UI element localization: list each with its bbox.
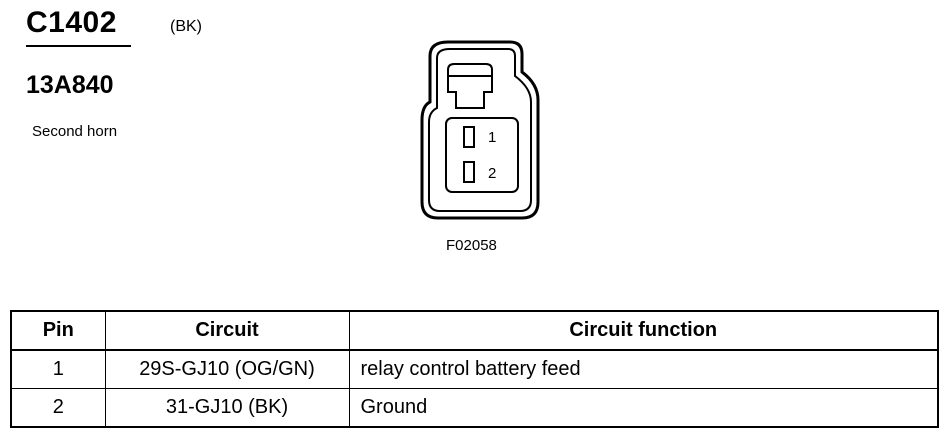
locking-tab-top <box>447 63 493 76</box>
connector-face-diagram: 1 2 <box>420 40 540 220</box>
connector-housing-outer <box>420 40 540 220</box>
column-header-circuit-function: Circuit function <box>348 310 939 351</box>
circuit-function-cell: Ground <box>348 388 939 428</box>
pin-2-label: 2 <box>488 165 496 182</box>
table-row: 2 31-GJ10 (BK) Ground <box>10 388 939 428</box>
pin-2-terminal <box>463 161 475 183</box>
locking-tab <box>447 75 493 109</box>
connector-color: (BK) <box>170 18 202 35</box>
pin-1-label: 1 <box>488 129 496 146</box>
connector-description: Second horn <box>32 123 118 140</box>
connector-housing-inner <box>428 48 532 212</box>
connector-id: C1402 <box>26 6 117 39</box>
pin-table: Pin Circuit Circuit function 1 29S-GJ10 … <box>10 310 939 428</box>
table-row: 1 29S-GJ10 (OG/GN) relay control battery… <box>10 349 939 389</box>
part-number: 13A840 <box>26 71 114 99</box>
figure-code: F02058 <box>446 237 497 254</box>
column-header-circuit: Circuit <box>104 310 350 351</box>
pin-1-terminal <box>463 126 475 148</box>
connector-id-underline <box>26 45 131 47</box>
pin-cell: 2 <box>10 388 106 428</box>
circuit-cell: 29S-GJ10 (OG/GN) <box>104 349 350 389</box>
terminal-cavity-block <box>445 117 519 193</box>
pin-cell: 1 <box>10 349 106 389</box>
circuit-function-cell: relay control battery feed <box>348 349 939 389</box>
column-header-pin: Pin <box>10 310 106 351</box>
circuit-cell: 31-GJ10 (BK) <box>104 388 350 428</box>
table-header-row: Pin Circuit Circuit function <box>10 310 939 351</box>
